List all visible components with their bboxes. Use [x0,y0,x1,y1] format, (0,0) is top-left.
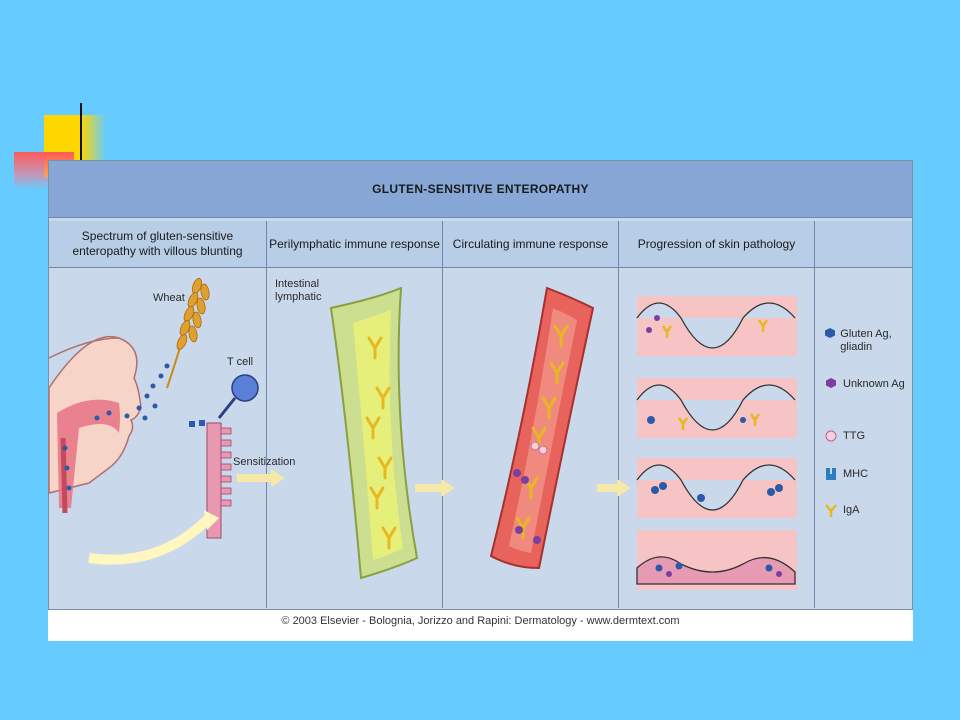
wheat-label: Wheat [153,292,185,304]
t-cell-icon [217,374,259,419]
wheat-icon [166,277,210,389]
legend-label: TTG [843,430,865,442]
legend-item-iga: IgA [823,504,860,518]
column-header-perilymphatic: Perilymphatic immune response [267,221,443,267]
head-profile-illustration [48,277,285,565]
diagram-figure: GLUTEN-SENSITIVE ENTEROPATHY Spectrum of… [48,160,913,610]
column-header-circulating: Circulating immune response [443,221,619,267]
column-header-spectrum: Spectrum of gluten-sensitive enteropathy… [49,221,267,267]
legend-label: Unknown Ag [843,378,905,390]
decorative-vertical-line [80,103,82,189]
intestinal-lymphatic-label: Intestinal lymphatic [275,278,322,303]
legend-item-gluten: Gluten Ag, gliadin [823,328,912,354]
skin-stage-3 [636,458,797,518]
mhc-icon [823,468,839,480]
iga-y-icon [823,504,839,518]
lymphatic-vessel-illustration [329,286,419,580]
legend-item-ttg: TTG [823,430,865,443]
panel-skin-pathology [597,268,815,608]
panel-circulating [415,268,619,608]
skin-stage-4 [636,530,797,590]
ttg-flower-icon [823,430,839,442]
legend-label: IgA [843,504,860,516]
panel-perilymphatic: Intestinal lymphatic [267,268,443,608]
skin-stage-1 [636,296,797,356]
column-header-row: Spectrum of gluten-sensitive enteropathy… [49,221,912,268]
legend-item-unknown-ag: Unknown Ag [823,378,905,391]
slide-content: GLUTEN-SENSITIVE ENTEROPATHY Spectrum of… [48,160,913,641]
sensitization-label: Sensitization [233,456,296,468]
blood-vessel-illustration [415,286,595,570]
legend-item-mhc: MHC [823,468,868,481]
villi-icon [189,420,232,539]
unknown-ag-hexagon-icon [823,378,839,388]
column-header-skin-pathology: Progression of skin pathology [619,221,815,267]
diagram-title: GLUTEN-SENSITIVE ENTEROPATHY [49,161,912,218]
skin-pathology-illustration [597,296,797,590]
gluten-ag-hexagon-icon [823,328,836,338]
legend-label: Gluten Ag, gliadin [840,328,892,353]
copyright-footer: © 2003 Elsevier - Bolognia, Jorizzo and … [281,615,680,627]
column-header-legend [815,221,912,267]
panel-spectrum: Wheat T cell Sensitization [48,268,295,608]
t-cell-label: T cell [227,356,254,368]
skin-stage-2 [636,378,797,438]
legend-panel: Gluten Ag, gliadin Unknown Ag TTG MHC [815,268,912,608]
legend-label: MHC [843,468,869,480]
